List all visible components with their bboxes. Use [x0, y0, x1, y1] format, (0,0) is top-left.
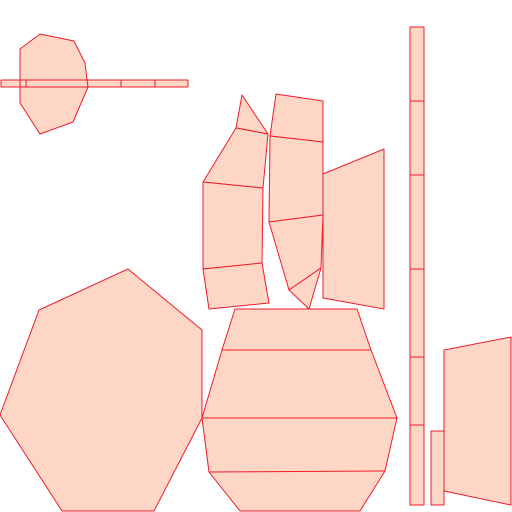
- shard-low-left: [202, 262, 270, 310]
- uv-island-barrel: [201, 308, 398, 512]
- shard-mid-right: [268, 135, 324, 223]
- shard-bottom: [288, 267, 322, 310]
- heptagon: [0, 268, 203, 512]
- small-strip: [430, 430, 445, 506]
- barrel-outline: [201, 308, 398, 512]
- shard-mid-left: [202, 181, 264, 270]
- octagon-head: [19, 33, 89, 135]
- uv-island-tall-strip: [409, 26, 425, 506]
- shard-side-panel: [322, 148, 385, 310]
- uv-island-top-left-stick: [0, 33, 189, 135]
- trapezoid: [443, 336, 512, 506]
- barrel-band: [208, 470, 386, 473]
- uv-island-heptagon: [0, 268, 203, 512]
- uv-island-bottom-right: [430, 336, 512, 506]
- uv-island-center-shards: [202, 93, 385, 310]
- strip: [409, 26, 425, 506]
- stick-strip: [0, 79, 189, 88]
- shard-top-right: [269, 93, 324, 143]
